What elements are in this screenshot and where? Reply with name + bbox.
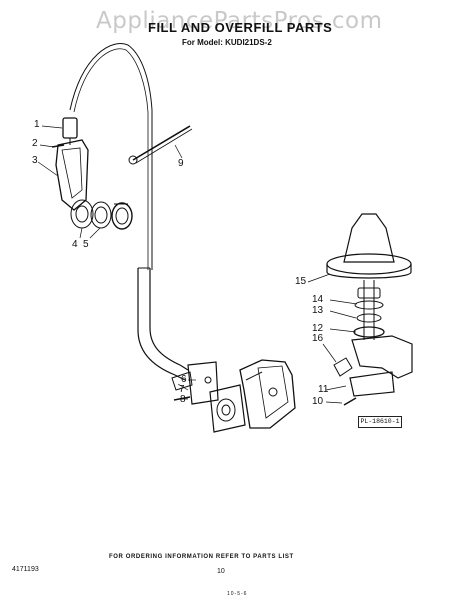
callout-6: 6 (181, 374, 187, 385)
overfill-rod (128, 125, 193, 165)
callout-13: 13 (312, 305, 324, 316)
page-title: FILL AND OVERFILL PARTS (148, 20, 333, 35)
fill-tube (69, 43, 153, 270)
callout-10: 10 (312, 396, 324, 407)
footer-code: 10-5-6 (227, 591, 248, 597)
diagram-reference-box: PL-18610-1 (358, 416, 402, 428)
float-stem-stack (353, 280, 385, 340)
valve-manifold (171, 359, 296, 433)
callout-12: 12 (312, 323, 324, 334)
leader-lines (37, 125, 358, 404)
callout-5: 5 (83, 239, 89, 250)
callout-9: 9 (178, 158, 184, 169)
callout-2: 2 (32, 138, 38, 149)
callout-14: 14 (312, 294, 324, 305)
callout-4: 4 (72, 239, 78, 250)
callout-7: 7 (179, 384, 185, 395)
part-number: 4171193 (12, 566, 39, 573)
page-number: 10 (217, 568, 225, 575)
callout-11: 11 (318, 384, 329, 395)
callout-16: 16 (312, 333, 324, 344)
switch-bracket (333, 335, 413, 406)
ordering-note: FOR ORDERING INFORMATION REFER TO PARTS … (109, 554, 294, 560)
watermark: AppliancePartsPros.com (96, 8, 383, 34)
model-line: For Model: KUDI21DS-2 (182, 38, 272, 47)
callout-15: 15 (295, 276, 307, 287)
washer-set (70, 199, 133, 230)
callout-8: 8 (180, 394, 186, 405)
float-cone (326, 213, 412, 279)
callout-1: 1 (34, 119, 40, 130)
fill-valve-assembly (51, 117, 89, 211)
lower-tube (137, 268, 186, 381)
callout-3: 3 (32, 155, 38, 166)
